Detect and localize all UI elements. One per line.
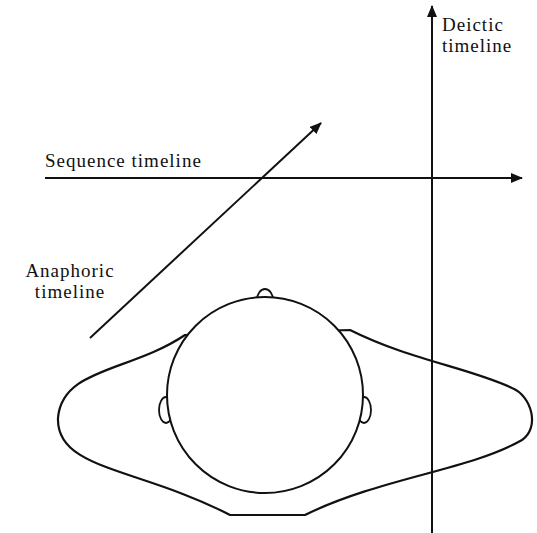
axis-label: Anaphoric timeline [8,260,132,302]
sequence-arrow [45,177,522,179]
axis-label: Deictic timeline [442,14,532,56]
axis-label: Sequence timeline [45,150,305,171]
deictic-arrow [431,6,433,533]
head-circle [167,297,363,493]
